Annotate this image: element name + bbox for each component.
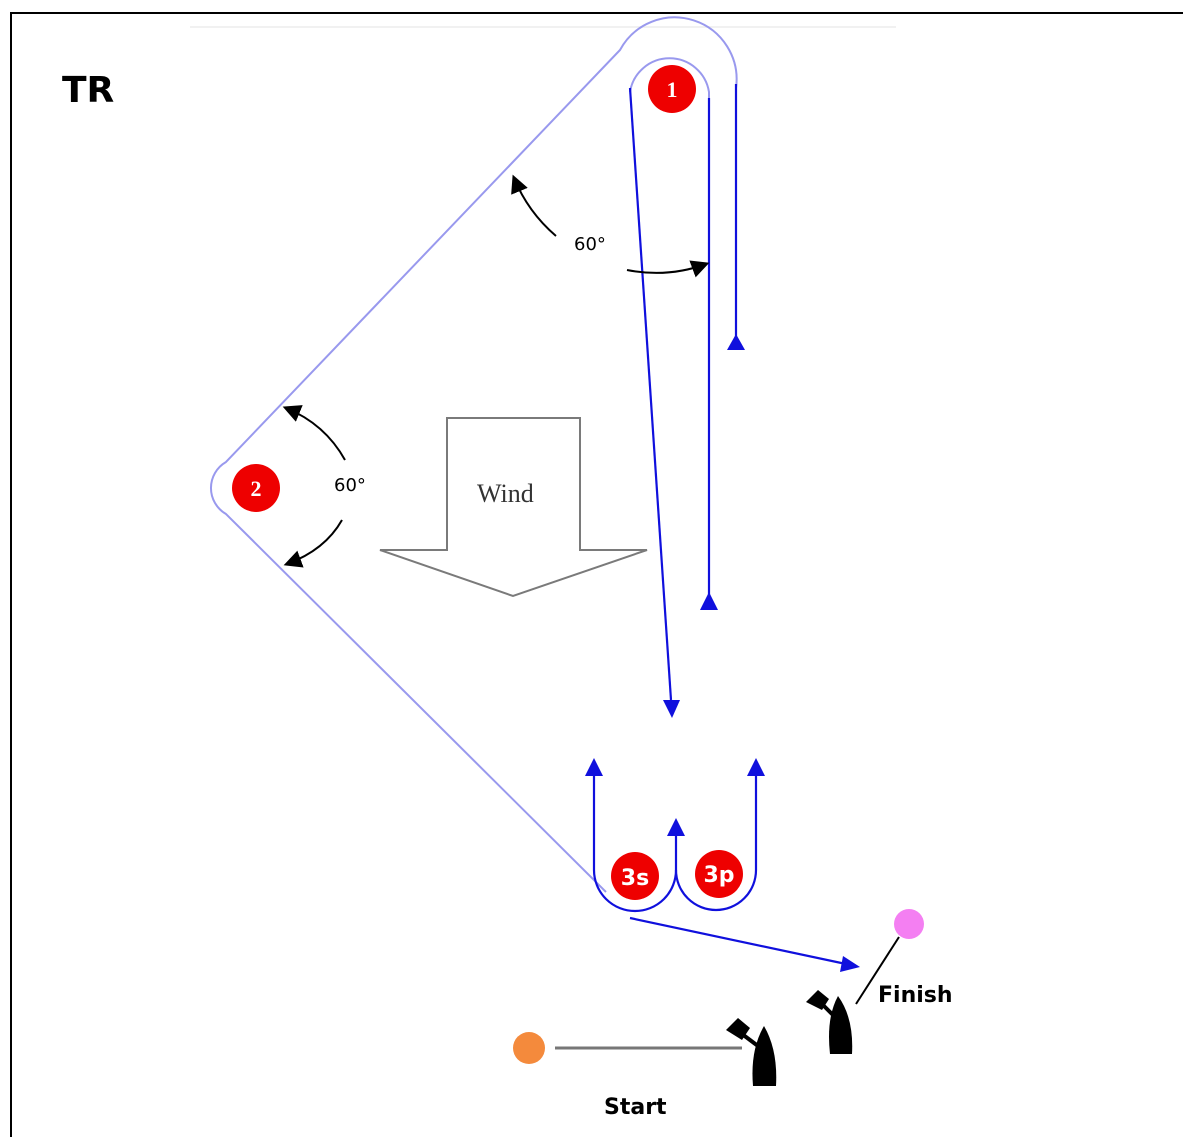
upwind-leg-inner-arrowhead <box>700 592 718 610</box>
start-buoy <box>513 1032 545 1064</box>
gate-3p-arrowhead <box>747 758 765 776</box>
top-divider <box>190 26 896 28</box>
upwind-leg-outer-arrowhead <box>727 334 745 350</box>
angle-arrow-left-up <box>282 405 346 461</box>
angle-label-left: 60° <box>334 475 366 496</box>
downwind-leg-arrowhead <box>663 700 680 718</box>
angle-arrow-top-right <box>626 260 710 278</box>
mark-3p-label: 3p <box>703 863 734 888</box>
wind-arrow <box>379 417 648 598</box>
downwind-leg <box>628 87 673 701</box>
gate-3s-arrowhead <box>585 758 603 776</box>
start-committee-boat-icon <box>726 1018 777 1086</box>
gate-3s-rounding <box>592 772 678 913</box>
finish-label: Finish <box>878 983 953 1008</box>
gate-3p-rounding <box>674 772 758 912</box>
angle-arrow-left-down <box>283 519 343 568</box>
start-label: Start <box>604 1095 667 1120</box>
angle-label-top: 60° <box>574 234 606 255</box>
course-inner-loop <box>629 57 710 100</box>
mark-1: 1 <box>648 65 696 113</box>
mark-2-label: 2 <box>251 476 262 501</box>
course-title: TR <box>62 70 115 111</box>
mark-2: 2 <box>232 464 280 512</box>
finish-line <box>855 936 900 1005</box>
finish-leg-arrowhead <box>840 956 860 972</box>
mark-3s: 3s <box>611 852 659 900</box>
mark-3p: 3p <box>695 850 743 898</box>
mark-1-label: 1 <box>667 77 678 102</box>
finish-buoy <box>894 909 924 939</box>
finish-committee-boat-icon <box>806 990 853 1054</box>
wind-label: Wind <box>477 479 534 508</box>
mark-3s-label: 3s <box>621 866 649 891</box>
diagram-frame <box>10 12 1183 1137</box>
gate-middle-arrowhead <box>667 818 685 836</box>
course-outer-line <box>209 16 738 893</box>
angle-arrow-top-left <box>511 174 557 237</box>
finish-leg <box>629 916 847 966</box>
